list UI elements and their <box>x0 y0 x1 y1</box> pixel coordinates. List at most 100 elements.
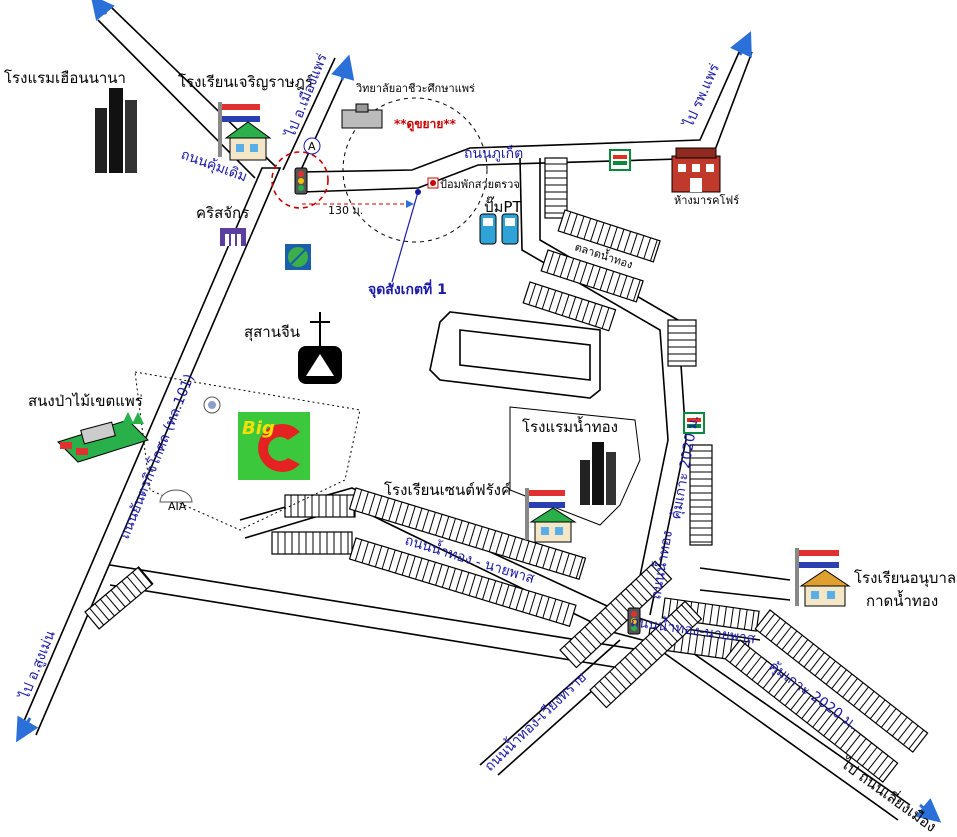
shophouse-divider <box>408 505 416 528</box>
shophouse-divider <box>548 548 557 571</box>
shophouse-divider <box>599 680 617 700</box>
shophouse-divider <box>636 235 645 257</box>
road-label-to-mueang: ไป อ.เมืองแพร่ <box>282 51 331 141</box>
shophouse-divider <box>502 534 510 556</box>
shophouse-divider <box>757 664 773 685</box>
road-lower-left <box>109 564 641 669</box>
shophouse-divider <box>708 636 712 657</box>
shophouse-divider <box>792 639 809 659</box>
shophouse-divider <box>435 514 443 536</box>
shophouse-divider <box>388 549 396 572</box>
shophouse-divider <box>828 720 845 741</box>
shophouse-divider <box>773 677 790 698</box>
shophouse-divider <box>105 594 121 612</box>
shophouse-divider <box>606 271 615 293</box>
label-observation-point: จุดสังเกตที่ 1 <box>368 279 447 298</box>
bigc-logo-text: Big <box>242 418 275 439</box>
shophouse-divider <box>878 759 895 780</box>
shophouse-divider <box>415 508 423 530</box>
shophouse-divider <box>751 660 768 681</box>
fuel-pump-icon <box>479 213 519 245</box>
road-label-phuket: ถนนภูเก็ต <box>464 144 523 162</box>
direction-arrows <box>16 0 942 823</box>
shophouse-divider <box>746 656 762 676</box>
shophouse-divider <box>759 613 776 633</box>
shophouse-divider <box>126 576 142 594</box>
shophouse-divider <box>776 626 792 646</box>
shophouse-divider <box>528 542 537 565</box>
shophouse-divider <box>132 571 148 590</box>
label-school-st-francis: โรงเรียนเซนต์ฟรังค์ <box>384 481 511 499</box>
shophouse-divider <box>421 560 430 582</box>
shophouse-divider <box>610 226 618 249</box>
shophouse-divider <box>616 229 625 251</box>
shophouse-divider <box>614 666 632 685</box>
road-phuket <box>299 49 753 193</box>
shophouse-divider <box>624 656 642 676</box>
shophouse-divider <box>381 497 389 520</box>
shophouse-divider <box>546 251 555 273</box>
shophouse-divider <box>729 643 746 663</box>
shophouse-divider <box>645 569 664 588</box>
label-checkpoint: ป้อมพักสายตรวจ <box>440 178 520 191</box>
shophouse-divider <box>482 578 490 600</box>
traffic-light-icon <box>294 167 308 195</box>
shophouse-divider <box>574 636 592 655</box>
shophouse-divider <box>626 277 635 299</box>
shophouse-divider <box>89 607 105 626</box>
shophouse-divider <box>110 589 126 608</box>
shophouse-divider <box>596 222 605 244</box>
shophouse-divider <box>548 598 557 621</box>
shophouse-divider <box>441 516 450 538</box>
flag-school-icon <box>795 548 851 607</box>
shophouse-divider <box>495 582 503 604</box>
shophouse-divider <box>864 695 880 715</box>
shophouse-divider <box>435 564 443 586</box>
label-college: วิทยาลัยอาชีวะศึกษาแพร่ <box>355 82 475 95</box>
shophouse-divider <box>448 568 456 590</box>
shophouse-divider <box>488 580 497 602</box>
shophouse-divider <box>548 290 557 312</box>
shophouse-divider <box>630 233 638 255</box>
shophouse-divider <box>645 637 663 657</box>
shophouse-divider <box>613 273 621 295</box>
shophouse-divider <box>388 499 396 522</box>
checkpoint-icon <box>427 177 439 189</box>
shophouse-divider <box>634 647 653 666</box>
shophouse-divider <box>515 588 523 611</box>
shophouse-divider <box>368 543 376 566</box>
shophouse-divider <box>594 685 612 704</box>
shophouse-divider <box>588 303 597 325</box>
observation-pointer <box>391 189 421 283</box>
shophouse-divider <box>568 296 577 318</box>
shophouse-divider <box>643 237 652 259</box>
shophouse-divider <box>374 495 383 518</box>
shophouse-divider <box>522 540 530 563</box>
shophouse-divider <box>847 682 864 702</box>
shophouse-divider <box>535 544 543 567</box>
label-pt-station: ปั๊มPT <box>484 196 522 216</box>
junction-a-icon: A <box>303 137 321 155</box>
shophouse-divider <box>675 609 694 628</box>
shophouse-divider <box>845 733 861 754</box>
traffic-light-icon <box>627 607 641 635</box>
shophouse-divider <box>897 721 914 741</box>
shophouse-divider <box>569 640 587 660</box>
shophouse-divider <box>619 661 637 680</box>
shophouse-divider <box>566 258 575 280</box>
shophouse-divider <box>902 725 919 745</box>
shophouse-divider <box>834 725 850 745</box>
shophouse-divider <box>601 307 610 329</box>
shophouse-rows <box>84 157 929 783</box>
shophouse-divider <box>842 678 858 698</box>
shophouse-divider <box>765 617 781 638</box>
shophouse-divider <box>488 530 497 552</box>
shophouse-divider <box>610 602 628 621</box>
road-loop <box>429 311 601 399</box>
shophouse-divider <box>589 621 607 640</box>
shophouse-divider <box>623 231 632 253</box>
shophouse-divider <box>825 665 842 685</box>
aia-logo-text: AIA <box>168 500 187 513</box>
shophouse-divider <box>740 652 757 672</box>
